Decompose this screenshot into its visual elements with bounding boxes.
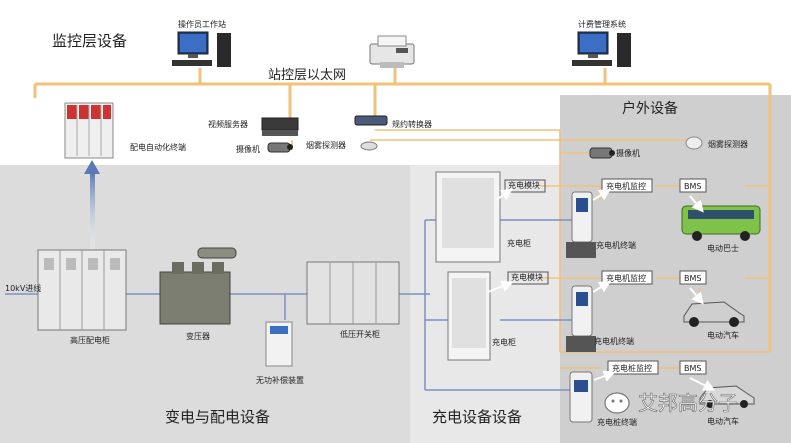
pile-terminal: 充电桩终端 (569, 371, 637, 427)
camera-icon (589, 147, 613, 159)
camera-icon (267, 142, 291, 153)
smoke-detector-1: 烟雾探测器 (306, 140, 378, 151)
smoke-detector-icon (685, 136, 703, 150)
ev-bus-label: 电动巴士 (707, 243, 739, 253)
bms-1: BMS (679, 178, 707, 193)
transformer: 变压器 (159, 247, 237, 341)
watermark: 艾邦高分子 (604, 391, 738, 415)
charger-monitor-2-label: 充电机监控 (606, 273, 646, 283)
charger-monitor-1-label: 充电机监控 (606, 181, 646, 191)
hv-cabinet-label: 高压配电柜 (70, 335, 110, 345)
bms-2-label: BMS (684, 274, 701, 283)
pile-monitor: 充电桩监控 (607, 360, 659, 375)
ev-car-1-label: 电动汽车 (707, 330, 739, 340)
smoke-detector-icon (360, 141, 378, 151)
protocol-converter: 规约转换器 (354, 115, 432, 129)
charger-terminal-1-label: 充电机终端 (596, 240, 636, 250)
ev-bus: 电动巴士 (681, 205, 761, 253)
printer-icon (369, 35, 415, 68)
watermark-text: 艾邦高分子 (638, 391, 738, 415)
camera-1-label: 摄像机 (236, 144, 260, 154)
smoke-detector-2-label: 烟雾探测器 (708, 139, 748, 149)
camera-2-label: 摄像机 (616, 148, 640, 158)
billing-system-label: 计费管理系统 (578, 19, 626, 29)
charger-terminal-2: 充电机终端 (566, 285, 634, 352)
uplink-arrow (90, 172, 95, 252)
charge-module-2-box (507, 271, 549, 285)
wechat-icon (604, 392, 630, 414)
camera-1: 摄像机 (236, 142, 293, 154)
pile-monitor-label: 充电桩监控 (612, 363, 652, 373)
camera-2: 摄像机 (589, 147, 640, 159)
module-arrows (487, 188, 716, 391)
charger-cabinet-2: 充电模块 充电柜 (447, 271, 543, 361)
operator-station-label: 操作员工作站 (178, 19, 226, 29)
server-icon (261, 117, 299, 131)
ev-car-2-label: 电动汽车 (707, 416, 739, 426)
ethernet-label: 站控层以太网 (268, 68, 346, 83)
protocol-converter-label: 规约转换器 (392, 119, 432, 129)
section-power-dist: 变电与配电设备 (165, 408, 270, 426)
lv-switchgear-label: 低压开关柜 (340, 329, 380, 339)
dist-automation-terminal: 配电自动化终端 (64, 102, 186, 159)
transformer-label: 变压器 (186, 331, 210, 341)
video-server: 视频服务器 (208, 117, 299, 136)
section-outdoor: 户外设备 (622, 100, 678, 117)
charge-module-1-box (504, 179, 546, 193)
charger-cabinet-2-label: 充电柜 (492, 337, 516, 347)
uplink-arrow-head (84, 160, 100, 174)
pile-terminal-label: 充电桩终端 (597, 417, 637, 427)
bms-2: BMS (679, 270, 707, 285)
charger-terminal-1: 充电机终端 (566, 191, 636, 258)
smoke-detector-2: 烟雾探测器 (685, 136, 748, 150)
reactive-comp-label: 无功补偿装置 (256, 375, 304, 385)
charger-terminal-2-label: 充电机终端 (594, 336, 634, 346)
ethernet-bus (33, 68, 772, 352)
section-charging: 充电设备设备 (432, 408, 522, 426)
smoke-detector-1-label: 烟雾探测器 (306, 140, 346, 150)
video-server-label: 视频服务器 (208, 119, 248, 129)
bms-3-label: BMS (684, 364, 701, 373)
charger-monitor-1: 充电机监控 (601, 178, 653, 193)
line-10kv-label: 10kV进线 (5, 283, 41, 293)
charger-cabinet-1: 充电模块 充电柜 (435, 171, 540, 263)
hv-cabinet: 高压配电柜 (37, 249, 127, 345)
charge-module-1-label: 充电模块 (508, 180, 540, 190)
bus-icon (681, 205, 761, 241)
section-monitor-layer: 监控层设备 (52, 32, 127, 50)
lv-switchgear: 低压开关柜 (306, 261, 400, 339)
billing-system: 计费管理系统 (572, 19, 631, 67)
bms-3: BMS (679, 360, 707, 375)
dist-automation-label: 配电自动化终端 (130, 142, 186, 152)
orange-branch-lines (291, 129, 770, 369)
operator-workstation: 操作员工作站 (172, 19, 231, 67)
bms-1-label: BMS (684, 182, 701, 191)
charger-cabinet-1-label: 充电柜 (507, 238, 531, 248)
charge-module-2-label: 充电模块 (511, 272, 543, 282)
charger-monitor-2: 充电机监控 (601, 270, 653, 285)
reactive-compensation: 无功补偿装置 (256, 321, 304, 385)
